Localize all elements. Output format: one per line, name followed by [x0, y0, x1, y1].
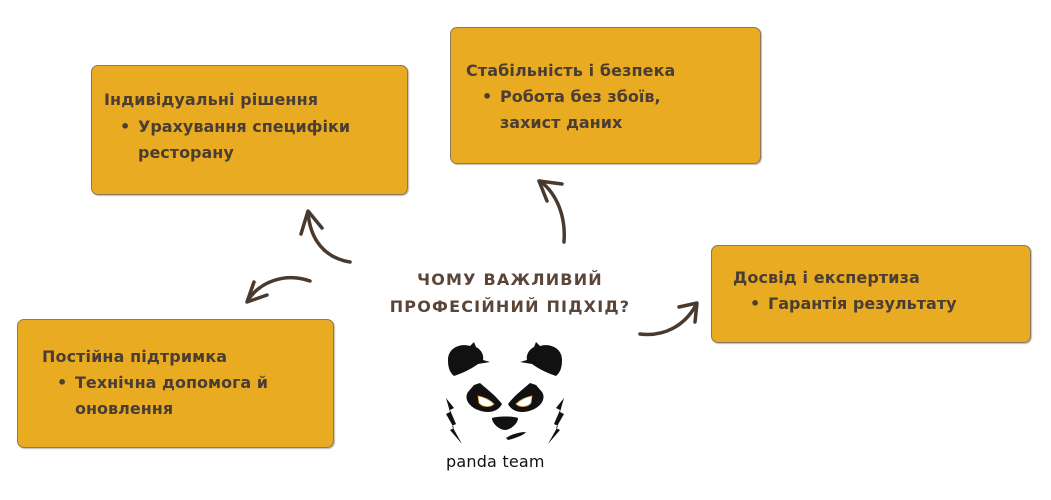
box-experience-expertise: Досвід і експертиза • Гарантія результат… — [711, 245, 1031, 343]
box-individual-solutions: Індивідуальні рішення • Урахування специ… — [91, 65, 408, 195]
logo-text: panda team — [446, 452, 545, 471]
arrow-up-icon — [537, 179, 566, 244]
box-title: Стабільність і безпека — [466, 61, 676, 80]
bullet-icon: • — [57, 373, 68, 392]
arrow-down-left-icon — [245, 275, 312, 304]
bullet-icon: • — [482, 87, 493, 106]
box-bullet: • Урахування специфіки ресторану — [120, 114, 350, 166]
box-stability-security: Стабільність і безпека • Робота без збої… — [450, 27, 761, 164]
box-title: Досвід і експертиза — [733, 268, 920, 287]
panda-icon — [446, 342, 564, 444]
bullet-icon: • — [750, 294, 761, 313]
box-bullet: • Робота без збоїв, захист даних — [482, 84, 661, 136]
center-heading: ЧОМУ ВАЖЛИВИЙ ПРОФЕСІЙНИЙ ПІДХІД? — [389, 270, 631, 316]
box-bullet: • Технічна допомога й оновлення — [57, 370, 268, 422]
box-constant-support: Постійна підтримка • Технічна допомога й… — [17, 319, 334, 448]
bullet-icon: • — [120, 117, 131, 136]
arrow-right-icon — [638, 301, 699, 337]
box-title: Постійна підтримка — [42, 347, 228, 366]
box-bullet: • Гарантія результату — [750, 291, 957, 317]
box-title: Індивідуальні рішення — [104, 90, 319, 109]
arrow-up-left-icon — [299, 209, 352, 264]
